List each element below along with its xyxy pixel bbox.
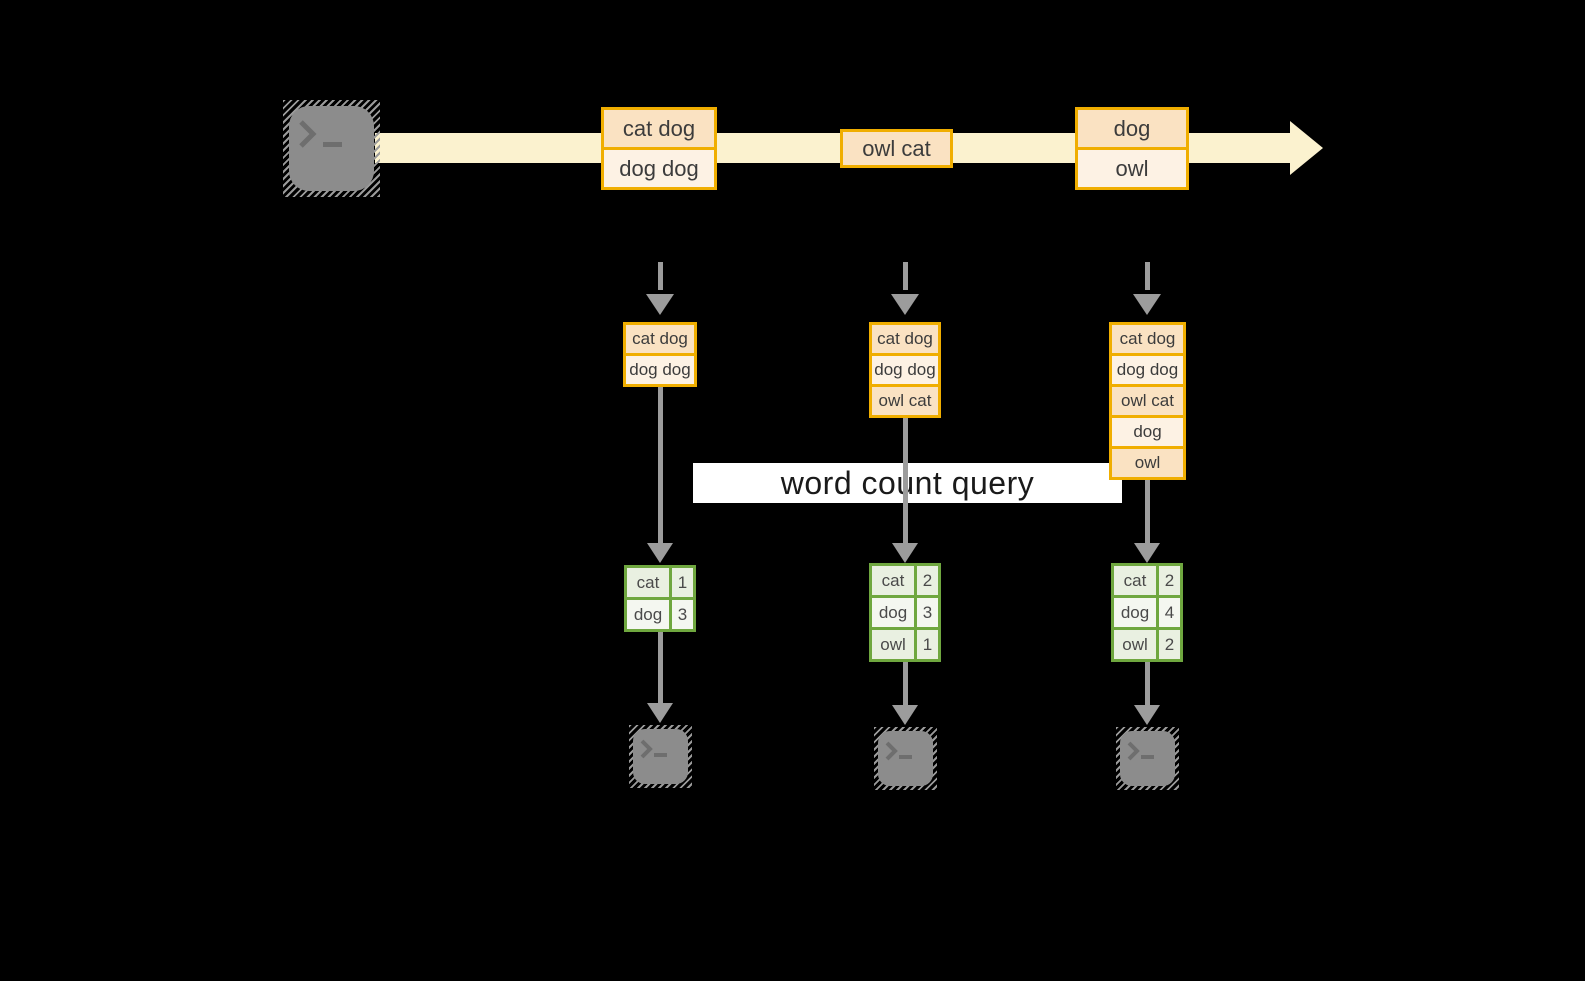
arrow-line — [1145, 662, 1150, 705]
dashed-arrowhead-icon — [1133, 294, 1161, 315]
arrow-line — [658, 387, 663, 543]
terminal-body — [289, 106, 374, 191]
dashed-arrowhead-icon — [646, 294, 674, 315]
batch-item: owl — [1078, 150, 1186, 187]
state-item: dog dog — [872, 356, 938, 384]
word-cell: cat — [872, 566, 914, 595]
count-cell: 3 — [672, 600, 693, 629]
word-cell: cat — [1114, 566, 1156, 595]
batch-item: cat dog — [604, 110, 714, 147]
state-item: cat dog — [1112, 325, 1183, 353]
batch-item: dog dog — [604, 150, 714, 187]
stream-batch-3: dog owl — [1075, 107, 1189, 190]
count-cell: 2 — [1159, 630, 1180, 659]
arrowhead-icon — [647, 703, 673, 723]
state-item: owl — [1112, 449, 1183, 477]
word-cell: dog — [872, 598, 914, 627]
output-terminal-icon — [629, 725, 692, 788]
count-cell: 1 — [672, 568, 693, 597]
state-item: owl cat — [872, 387, 938, 415]
output-terminal-icon — [874, 727, 937, 790]
count-cell: 4 — [1159, 598, 1180, 627]
count-cell: 2 — [1159, 566, 1180, 595]
dashed-arrowhead-icon — [891, 294, 919, 315]
count-cell: 3 — [917, 598, 938, 627]
stream-batch-2: owl cat — [840, 129, 953, 168]
arrowhead-icon — [1134, 705, 1160, 725]
count-table-1: cat 1 dog 3 — [624, 565, 696, 632]
arrowhead-icon — [1134, 543, 1160, 563]
arrow-line — [1145, 480, 1150, 543]
source-terminal-icon — [283, 100, 380, 197]
terminal-prompt-icon — [640, 739, 667, 759]
stream-timeline-arrowhead-icon — [1290, 121, 1323, 175]
dashed-arrow-line — [903, 262, 908, 290]
arrowhead-icon — [647, 543, 673, 563]
state-item: cat dog — [626, 325, 694, 353]
dashed-arrow-line — [658, 262, 663, 290]
state-item: owl cat — [1112, 387, 1183, 415]
state-item: cat dog — [872, 325, 938, 353]
stream-batch-1: cat dog dog dog — [601, 107, 717, 190]
input-state-3: cat dog dog dog owl cat dog owl — [1109, 322, 1186, 480]
word-cell: dog — [1114, 598, 1156, 627]
count-cell: 2 — [917, 566, 938, 595]
count-table-3: cat 2 dog 4 owl 2 — [1111, 563, 1183, 662]
terminal-prompt-icon — [1127, 741, 1154, 761]
terminal-prompt-icon — [299, 120, 342, 148]
count-table-2: cat 2 dog 3 owl 1 — [869, 563, 941, 662]
arrow-line — [658, 632, 663, 703]
word-cell: owl — [1114, 630, 1156, 659]
terminal-prompt-icon — [885, 741, 912, 761]
word-cell: owl — [872, 630, 914, 659]
state-item: dog dog — [1112, 356, 1183, 384]
arrowhead-icon — [892, 705, 918, 725]
word-cell: cat — [627, 568, 669, 597]
state-item: dog dog — [626, 356, 694, 384]
arrowhead-icon — [892, 543, 918, 563]
word-cell: dog — [627, 600, 669, 629]
count-cell: 1 — [917, 630, 938, 659]
dashed-arrow-line — [1145, 262, 1150, 290]
batch-item: owl cat — [843, 132, 950, 165]
output-terminal-icon — [1116, 727, 1179, 790]
input-state-2: cat dog dog dog owl cat — [869, 322, 941, 418]
batch-item: dog — [1078, 110, 1186, 147]
input-state-1: cat dog dog dog — [623, 322, 697, 387]
arrow-line — [903, 418, 908, 543]
state-item: dog — [1112, 418, 1183, 446]
arrow-line — [903, 662, 908, 705]
